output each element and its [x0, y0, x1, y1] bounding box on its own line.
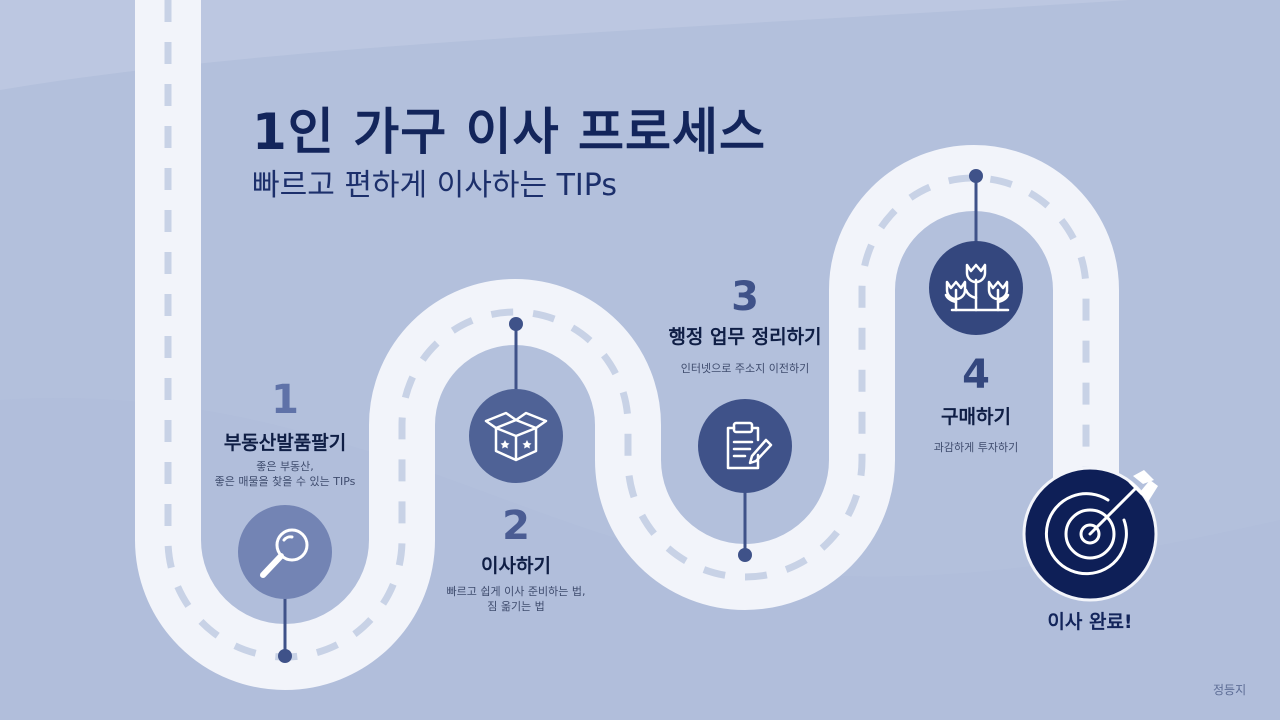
step-1-description: 좋은 부동산, 좋은 매물을 찾을 수 있는 TIPs [185, 459, 385, 489]
step-2-number: 2 [502, 503, 530, 549]
road-dashes [164, 0, 1090, 661]
connector-dot [969, 169, 983, 183]
gift-box-icon [484, 411, 548, 462]
connector-dot [509, 317, 523, 331]
step-3-badge [698, 399, 792, 493]
step-2-description: 빠르고 쉽게 이사 준비하는 법, 짐 옮기는 법 [416, 584, 616, 614]
page-title: 1인 가구 이사 프로세스 [252, 103, 767, 161]
step-2-badge [469, 389, 563, 483]
step-2-description-line: 빠르고 쉽게 이사 준비하는 법, [446, 585, 586, 598]
step-2-title: 이사하기 [481, 555, 551, 577]
step-2-description-line: 짐 옮기는 법 [487, 600, 545, 613]
step-1-badge [238, 505, 332, 599]
step-1-number: 1 [271, 377, 299, 423]
step-3-title: 행정 업무 정리하기 [668, 326, 822, 348]
step-3-number: 3 [731, 274, 759, 320]
step-4-description-line: 과감하게 투자하기 [933, 441, 1019, 454]
magnifier-icon [260, 528, 309, 578]
connector-dot [738, 548, 752, 562]
background-wave [0, 0, 1280, 90]
final-badge [1022, 466, 1158, 602]
flowers-icon [944, 263, 1010, 312]
final-label: 이사 완료! [1047, 611, 1133, 633]
step-1-description-line: 좋은 매물을 찾을 수 있는 TIPs [214, 475, 356, 488]
step-4-title: 구매하기 [941, 406, 1011, 428]
target-icon [1044, 470, 1158, 576]
author-credit: 정등지 [1213, 683, 1247, 697]
step-4-description: 과감하게 투자하기 [876, 440, 1076, 455]
step-1-circle [238, 505, 332, 599]
clipboard-icon [726, 421, 773, 470]
page-subtitle: 빠르고 편하게 이사하는 TIPs [252, 168, 617, 203]
step-4-number: 4 [962, 352, 990, 398]
step-4-badge [929, 241, 1023, 335]
step-1-title: 부동산발품팔기 [223, 432, 347, 454]
step-1-description-line: 좋은 부동산, [256, 460, 314, 473]
step-3-circle [698, 399, 792, 493]
connector-dot [278, 649, 292, 663]
step-3-description-line: 인터넷으로 주소지 이전하기 [680, 362, 810, 375]
step-3-description: 인터넷으로 주소지 이전하기 [640, 361, 850, 376]
